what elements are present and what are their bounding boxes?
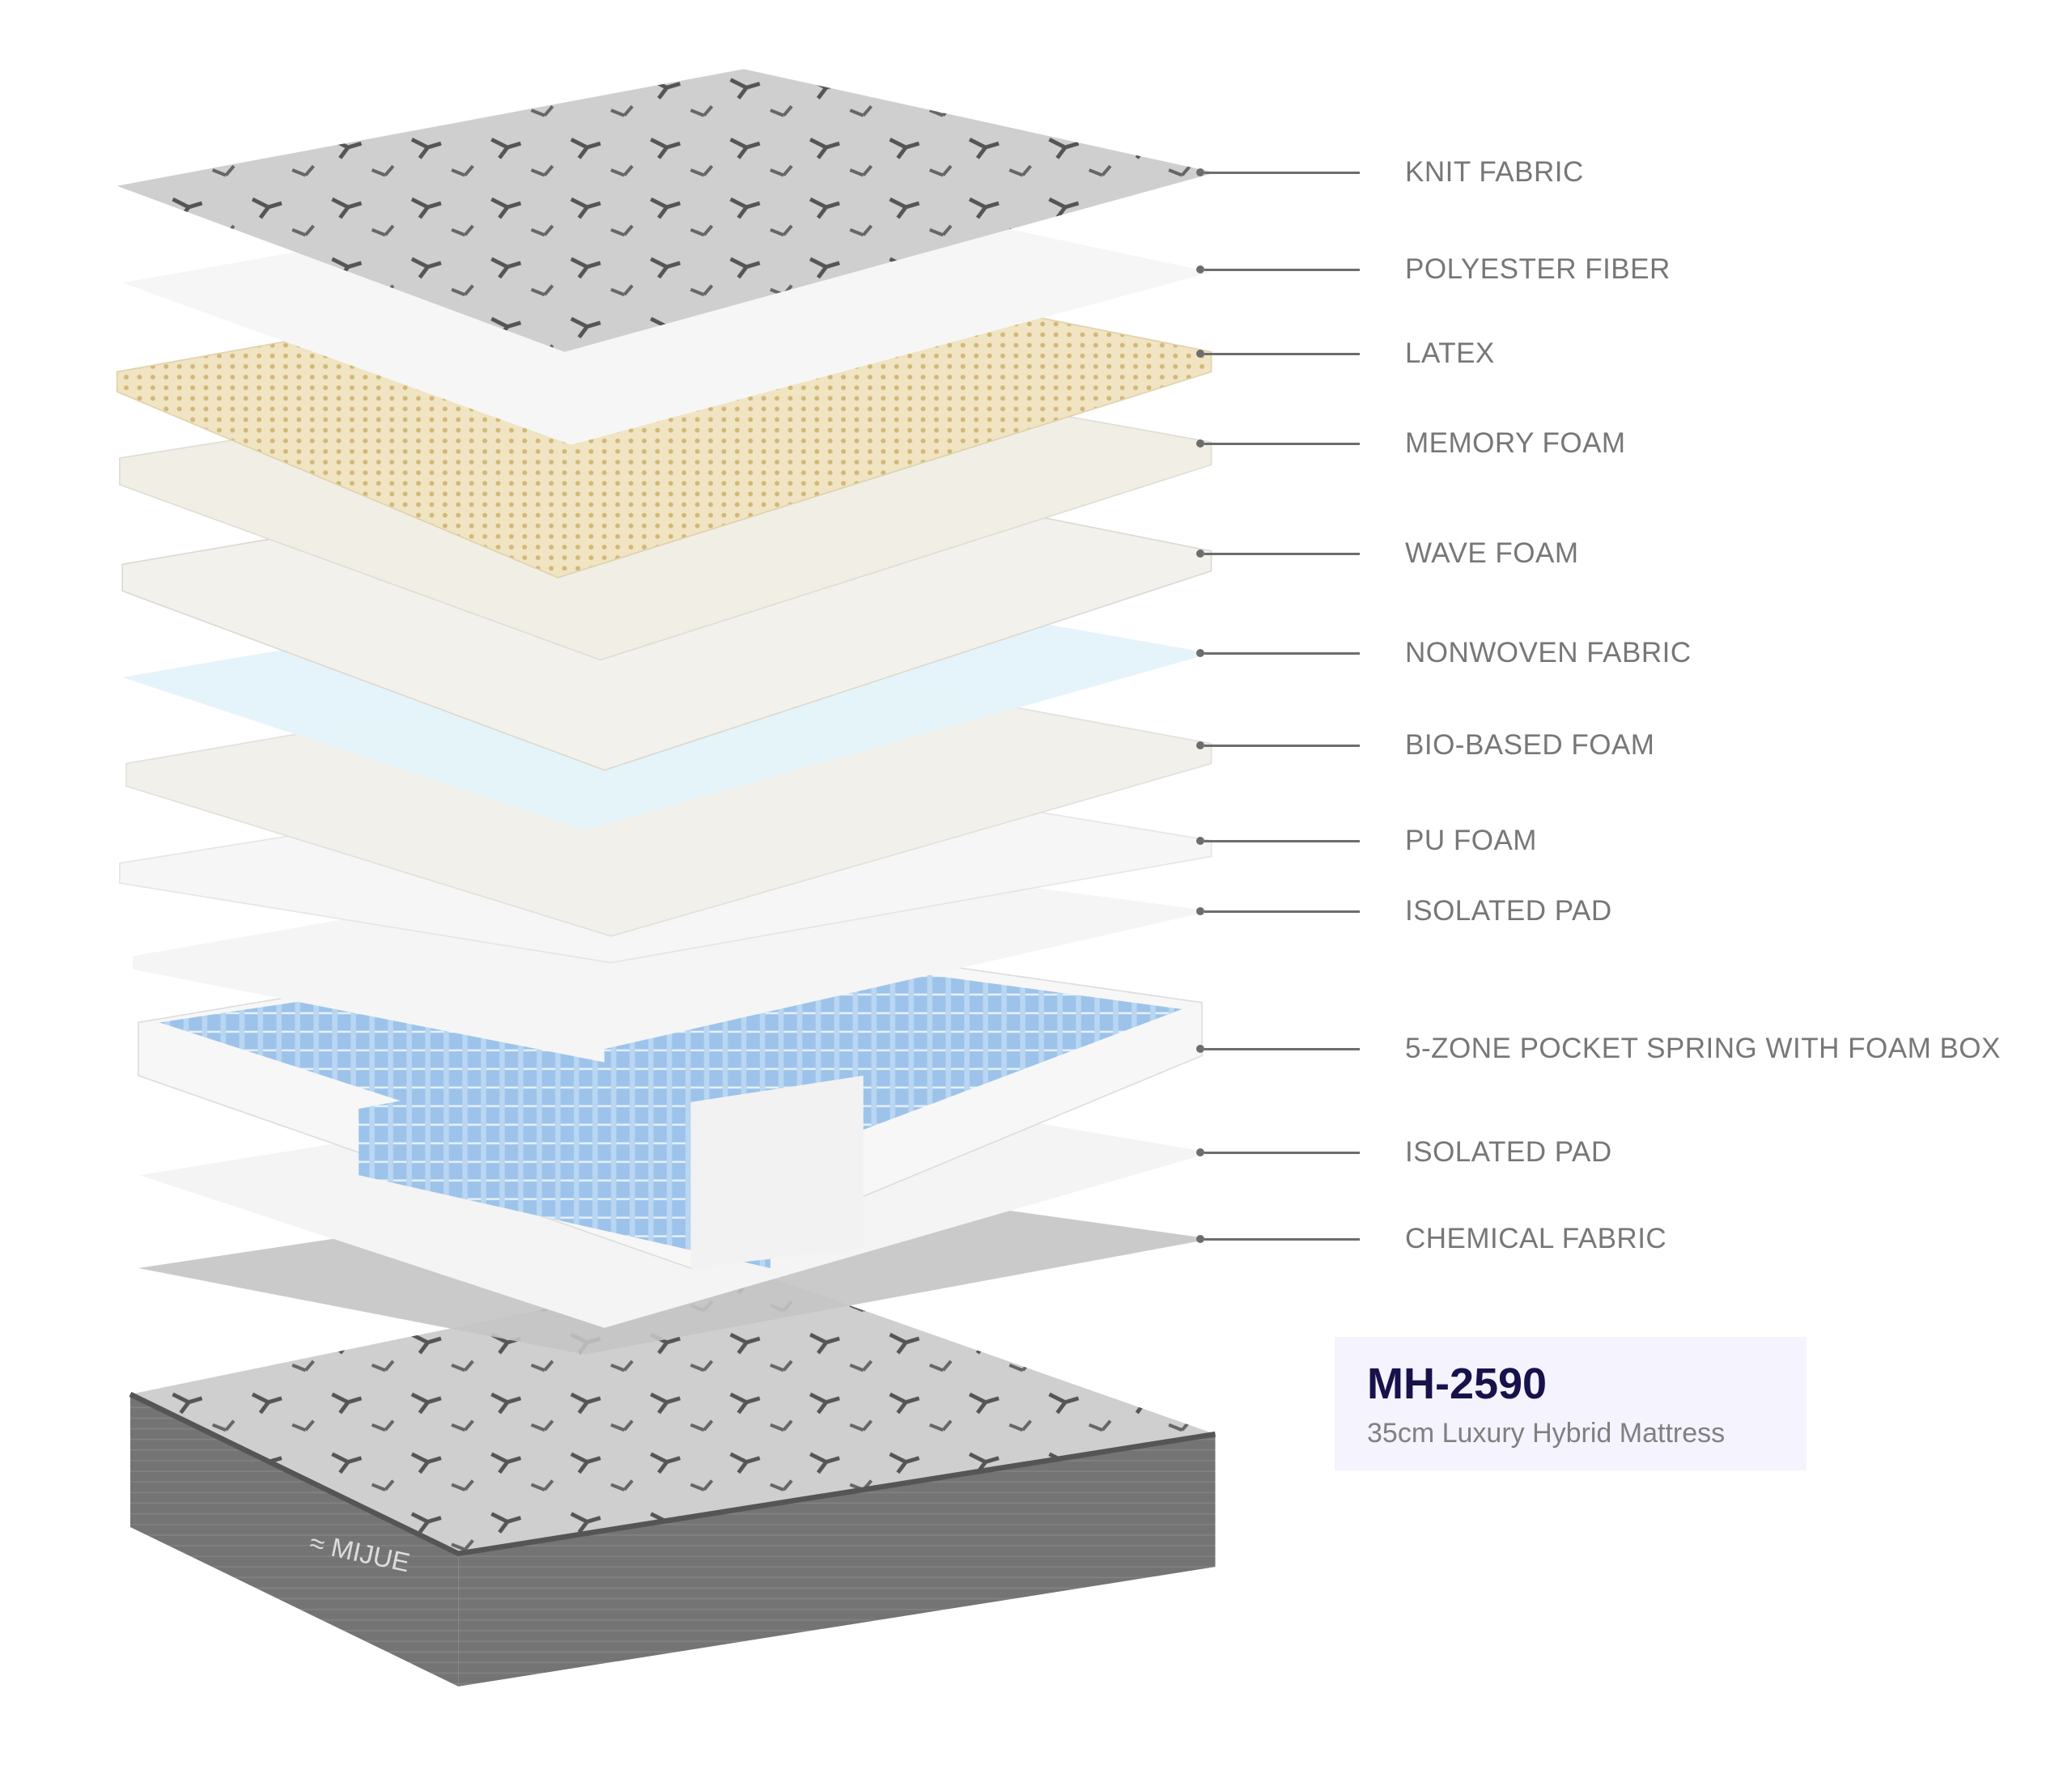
- callout-nonwoven-fabric: NONWOVEN FABRIC: [1196, 637, 1692, 669]
- callout-pocket-spring: 5-ZONE POCKET SPRING WITH FOAM BOX: [1196, 1033, 2001, 1065]
- layer-knit-fabric: [117, 69, 1216, 352]
- mattress-base: ≈ MIJUE: [129, 1267, 1216, 1687]
- layer-label: NONWOVEN FABRIC: [1405, 637, 1692, 668]
- callout-chemical-fabric: CHEMICAL FABRIC: [1196, 1223, 1667, 1255]
- callout-pu-foam: PU FOAM: [1196, 825, 1537, 857]
- layer-label: ISOLATED PAD: [1405, 895, 1612, 927]
- layer-label: PU FOAM: [1405, 825, 1537, 856]
- layer-label: KNIT FABRIC: [1405, 156, 1584, 188]
- layer-label: MEMORY FOAM: [1405, 427, 1626, 459]
- product-model: MH-2590: [1367, 1360, 1548, 1408]
- callout-memory-foam: MEMORY FOAM: [1196, 427, 1626, 460]
- layer-label: BIO-BASED FOAM: [1405, 729, 1655, 761]
- product-info-card: MH-2590 35cm Luxury Hybrid Mattress: [1335, 1337, 1807, 1470]
- layer-label: ISOLATED PAD: [1405, 1136, 1612, 1168]
- callout-knit-fabric: KNIT FABRIC: [1196, 156, 1584, 189]
- callout-isolated-pad: ISOLATED PAD: [1196, 895, 1612, 927]
- callout-isolated-pad-2: ISOLATED PAD: [1196, 1136, 1612, 1169]
- layer-label: POLYESTER FIBER: [1405, 253, 1671, 285]
- callout-wave-foam: WAVE FOAM: [1196, 537, 1579, 570]
- layer-label: LATEX: [1405, 337, 1495, 369]
- layer-label: WAVE FOAM: [1405, 537, 1579, 569]
- callout-latex: LATEX: [1196, 337, 1495, 370]
- product-description: 35cm Luxury Hybrid Mattress: [1367, 1418, 1726, 1449]
- callout-polyester-fiber: POLYESTER FIBER: [1196, 253, 1671, 286]
- layer-label: CHEMICAL FABRIC: [1405, 1223, 1667, 1254]
- callout-bio-based-foam: BIO-BASED FOAM: [1196, 729, 1654, 762]
- layer-label: 5-ZONE POCKET SPRING WITH FOAM BOX: [1405, 1033, 2001, 1064]
